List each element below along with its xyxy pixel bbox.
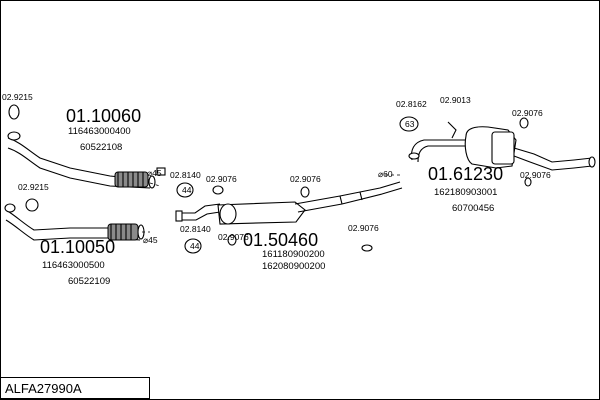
clamp-label-1: 02.9215 [2, 92, 33, 102]
clamp-label-6: 02.9076 [218, 232, 249, 242]
group-ref-1a: 116463000400 [68, 126, 131, 137]
clamp-label-12: 02.9076 [520, 170, 551, 180]
clamp-label-8: 02.9076 [348, 223, 379, 233]
group-ref-4b: 60700456 [452, 203, 494, 214]
clamp-label-11: 02.9076 [512, 108, 543, 118]
clamp-badge-3: 63 [405, 119, 415, 129]
clamp-label-2: 02.9215 [18, 182, 49, 192]
group-ref-2a: 116463000500 [42, 260, 105, 271]
caption-text: ALFA27990A [5, 381, 82, 396]
clamp-label-4: 02.9076 [206, 174, 237, 184]
group-ref-1b: 60522108 [80, 142, 122, 153]
clamp-label-7: 02.9076 [290, 174, 321, 184]
group-ref-3a: 161180900200 [262, 249, 325, 260]
diameter-label-3: ⌀60 [378, 169, 393, 179]
group-code-2: 01.10050 [40, 237, 115, 257]
clamp-label-3: 02.8140 [170, 170, 201, 180]
rear-silencer [408, 126, 596, 171]
group-code-1: 01.10060 [66, 106, 141, 126]
front-pipe-upper [7, 131, 156, 189]
clamp-label-5: 02.8140 [180, 224, 211, 234]
clamp-label-10: 02.9013 [440, 95, 471, 105]
clamp-drawings [8, 104, 532, 254]
caption-box: ALFA27990A [0, 377, 150, 399]
group-code-3: 01.50460 [243, 230, 318, 250]
clamp-label-9: 02.8162 [396, 99, 427, 109]
front-pipe-lower [4, 203, 145, 241]
clamp-badge-1: 44 [182, 185, 192, 195]
group-code-4: 01.61230 [428, 164, 503, 184]
diameter-label-1: ⌀45 [147, 168, 162, 178]
middle-silencer [175, 181, 403, 225]
clamp-badge-2: 44 [190, 241, 200, 251]
group-ref-2b: 60522109 [68, 276, 110, 287]
group-ref-3b: 162080900200 [262, 261, 325, 272]
leader-lines [142, 174, 400, 233]
diameter-label-2: ⌀45 [143, 235, 158, 245]
group-ref-4a: 162180903001 [434, 187, 497, 198]
